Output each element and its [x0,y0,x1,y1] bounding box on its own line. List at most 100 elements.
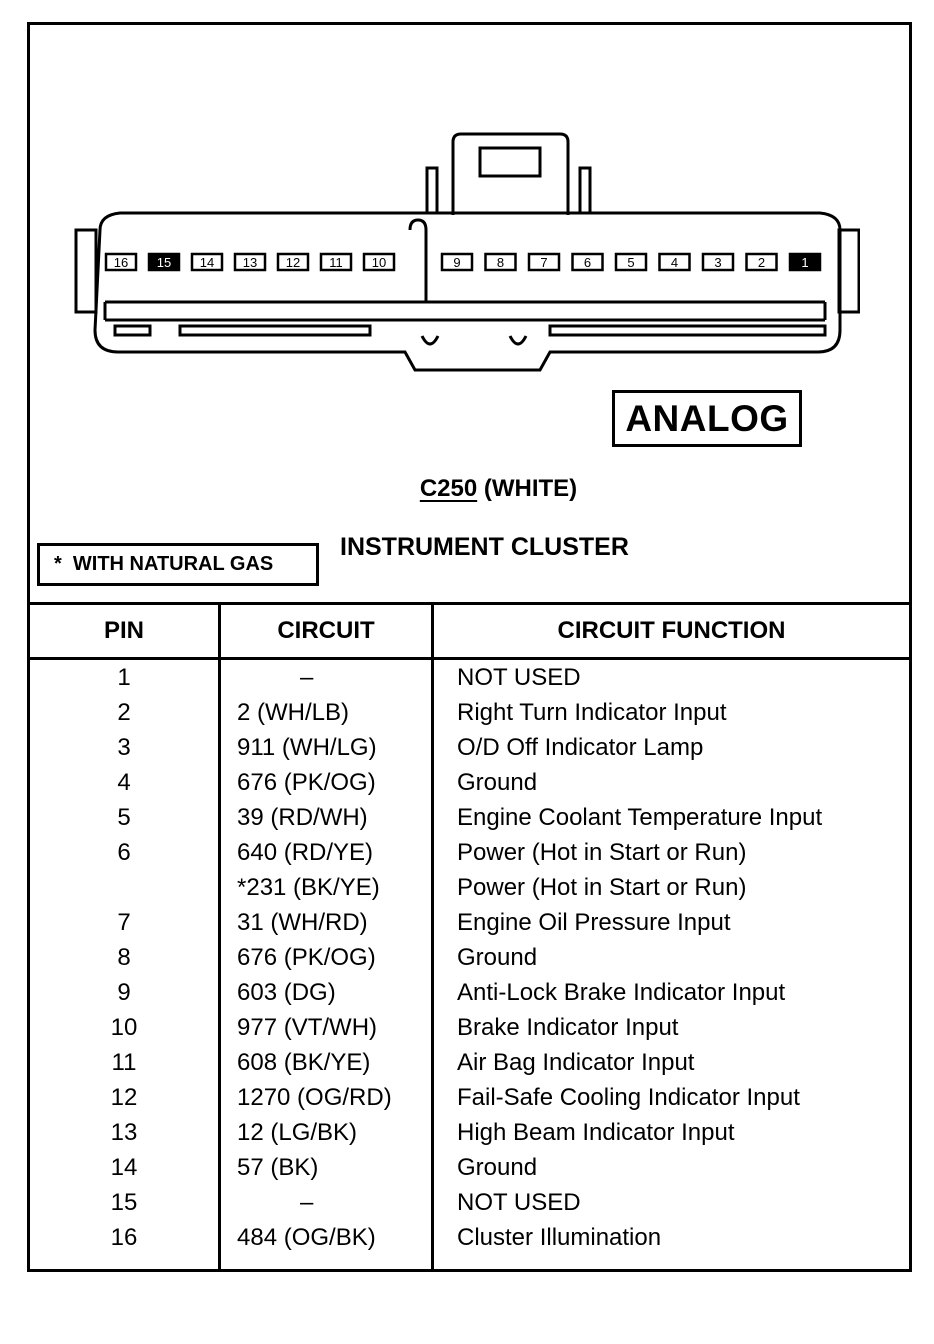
circuit-function: Ground [457,1154,538,1181]
circuit-function: NOT USED [457,1189,581,1216]
svg-text:13: 13 [243,255,257,270]
pin-number: 6 [117,839,131,866]
svg-text:12: 12 [286,255,300,270]
pin-cavity-8: 8 [484,252,517,272]
svg-text:15: 15 [157,255,171,270]
circuit-function: Anti-Lock Brake Indicator Input [457,979,786,1006]
svg-text:1: 1 [801,255,808,270]
pin-number: 1 [117,664,131,691]
header-circuit: CIRCUIT [277,617,375,644]
pinout-table: PIN CIRCUIT CIRCUIT FUNCTION 1 – NOT USED 2… [30,602,909,1251]
circuit-code: 640 (RD/YE) [237,839,374,866]
circuit-code: – [300,1189,314,1216]
pin-number: 14 [110,1154,138,1181]
table-row: 7 31 (WH/RD) Engine Oil Pressure Input [30,905,909,940]
circuit-function: O/D Off Indicator Lamp [457,734,704,761]
pin-number: 16 [110,1224,138,1251]
pin-number: 8 [117,944,131,971]
table-row: 8 676 (PK/OG) Ground [30,940,909,975]
pin-number: 9 [117,979,131,1006]
circuit-code: 676 (PK/OG) [237,769,376,796]
circuit-function: Engine Coolant Temperature Input [457,804,823,831]
svg-text:2: 2 [758,255,765,270]
pin-cavity-14: 14 [190,252,224,272]
pin-number: 12 [110,1084,138,1111]
table-row: 14 57 (BK) Ground [30,1150,909,1185]
pin-number: 3 [117,734,131,761]
table-row: 4 676 (PK/OG) Ground [30,765,909,800]
pin-cavity-5: 5 [614,252,648,272]
circuit-code: *231 (BK/YE) [237,874,380,901]
connector-color: (WHITE) [483,475,578,502]
circuit-function: Brake Indicator Input [457,1014,679,1041]
pin-cavity-12: 12 [276,252,310,272]
circuit-code: 39 (RD/WH) [237,804,368,831]
natural-gas-note: * WITH NATURAL GAS [37,543,319,586]
connector-id: C250 [419,475,478,502]
header-pin: PIN [103,617,144,644]
header-circuit-function: CIRCUIT FUNCTION [557,617,786,644]
circuit-code: 676 (PK/OG) [237,944,376,971]
pin-cavity-7: 7 [527,252,561,272]
svg-text:11: 11 [329,255,343,270]
pin-cavity-13: 13 [233,252,267,272]
pin-cavity-4: 4 [658,252,691,272]
pin-cavity-6: 6 [571,252,604,272]
pin-cavity-16: 16 [104,252,138,272]
svg-text:14: 14 [200,255,214,270]
circuit-code: 57 (BK) [237,1154,319,1181]
pin-number: 10 [110,1014,138,1041]
table-row: 6 640 (RD/YE) Power (Hot in Start or Run) [30,835,909,870]
circuit-function: Power (Hot in Start or Run) [457,874,747,901]
pin-cavity-9: 9 [440,252,474,272]
circuit-code: – [300,664,314,691]
circuit-function: Ground [457,944,538,971]
pin-cavity-3: 3 [701,252,735,272]
pin-number: 11 [111,1049,137,1076]
circuit-function: Right Turn Indicator Input [457,699,727,726]
pin-number: 15 [110,1189,138,1216]
circuit-function: Ground [457,769,538,796]
pin-number: 7 [117,909,131,936]
pin-number: 2 [117,699,131,726]
svg-text:4: 4 [671,255,678,270]
circuit-function: Fail-Safe Cooling Indicator Input [457,1084,800,1111]
table-row: 13 12 (LG/BK) High Beam Indicator Input [30,1115,909,1150]
circuit-function: Cluster Illumination [457,1224,662,1251]
circuit-function: NOT USED [457,664,581,691]
table-row: 2 2 (WH/LB) Right Turn Indicator Input [30,695,909,730]
column-divider [431,602,434,1272]
table-row: 1 – NOT USED [30,660,909,695]
pin-cavity-1: 1 [788,252,822,272]
table-row: 15 – NOT USED [30,1185,909,1220]
component-name: INSTRUMENT CLUSTER [340,533,629,561]
circuit-function: High Beam Indicator Input [457,1119,735,1146]
column-divider [218,602,221,1272]
pin-number: 5 [117,804,131,831]
circuit-function: Power (Hot in Start or Run) [457,839,747,866]
pin-cavity-15: 15 [147,252,181,272]
circuit-code: 31 (WH/RD) [237,909,368,936]
circuit-function: Engine Oil Pressure Input [457,909,731,936]
pin-cavity-11: 11 [319,252,353,272]
svg-text:8: 8 [497,255,504,270]
circuit-code: 2 (WH/LB) [237,699,350,726]
circuit-code: 603 (DG) [237,979,336,1006]
svg-text:5: 5 [627,255,634,270]
pin-number: 4 [117,769,131,796]
pin-number: 13 [110,1119,138,1146]
analog-label-box: ANALOG [612,390,802,447]
table-row: 9 603 (DG) Anti-Lock Brake Indicator Input [30,975,909,1010]
svg-text:6: 6 [584,255,591,270]
connector-title: C250 (WHITE) [30,475,909,503]
circuit-function: Air Bag Indicator Input [457,1049,695,1076]
circuit-code: 12 (LG/BK) [237,1119,358,1146]
